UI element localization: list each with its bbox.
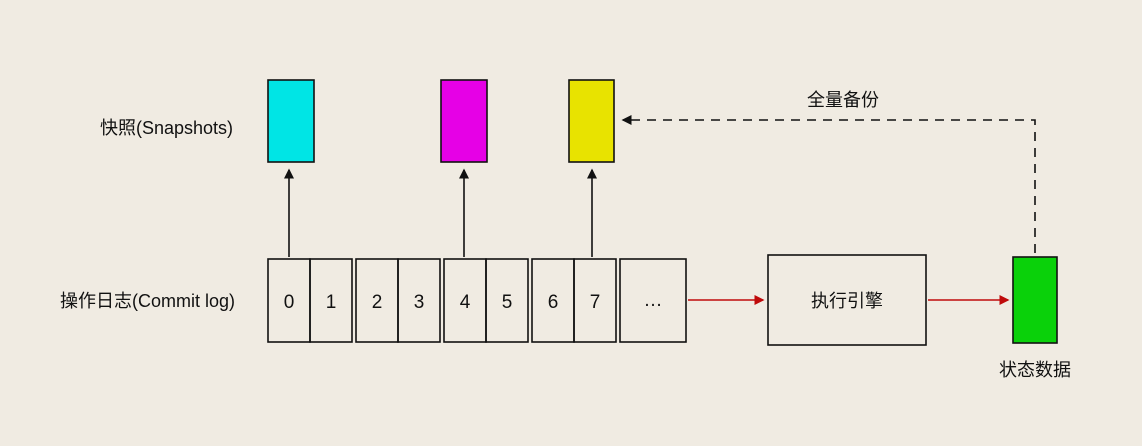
snapshots-label: 快照(Snapshots): [100, 118, 233, 138]
commit-log-cells: 0 1 2 3 4 5 6 7 …: [267, 258, 687, 343]
snapshot-rect-magenta: [440, 79, 488, 163]
log-cell-0-value: 0: [284, 292, 295, 313]
log-cell-1-value: 1: [326, 292, 337, 313]
log-cell-ellipsis: [619, 258, 687, 343]
log-cell-3: [397, 258, 441, 343]
snapshot-rect-cyan: [267, 79, 315, 163]
log-cell-5-value: 5: [502, 292, 513, 313]
state-data-label: 状态数据: [999, 360, 1071, 380]
log-cell-6-value: 6: [548, 292, 559, 313]
log-cell-3-value: 3: [414, 292, 425, 313]
commit-log-label: 操作日志(Commit log): [60, 291, 235, 311]
engine-label: 执行引擎: [811, 291, 883, 311]
log-cell-ellipsis-value: …: [644, 290, 663, 311]
log-cell-7: [573, 258, 617, 343]
snapshot-rect-yellow: [568, 79, 615, 163]
log-cell-7-value: 7: [590, 292, 601, 313]
log-cell-1: [309, 258, 353, 343]
log-cell-5: [485, 258, 529, 343]
log-cell-2-value: 2: [372, 292, 383, 313]
log-cell-4-value: 4: [460, 292, 471, 313]
full-backup-label: 全量备份: [807, 90, 879, 110]
full-backup-dashed-arrow: [621, 115, 1036, 253]
engine-box: [767, 254, 927, 346]
state-data-rect: [1012, 256, 1058, 344]
